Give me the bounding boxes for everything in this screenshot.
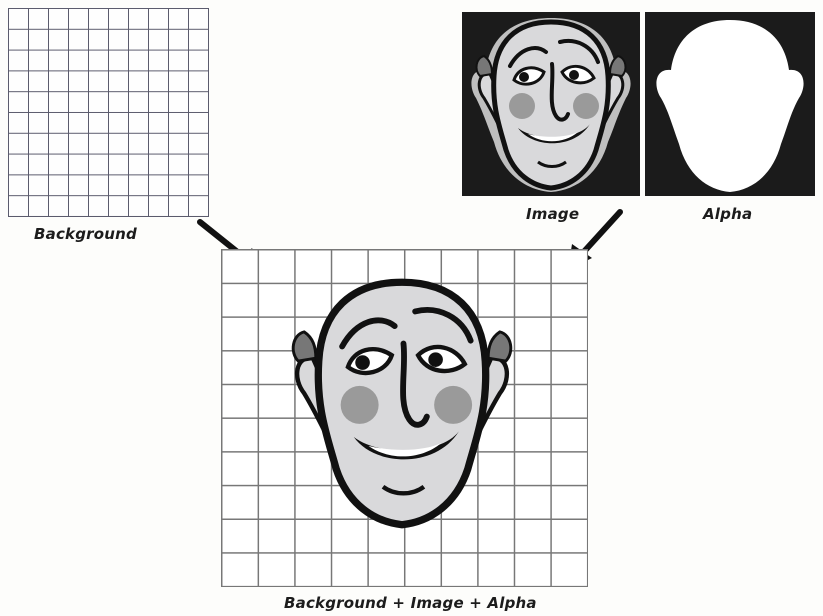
composite-face xyxy=(272,262,532,542)
composite-label: Background + Image + Alpha xyxy=(284,594,537,612)
